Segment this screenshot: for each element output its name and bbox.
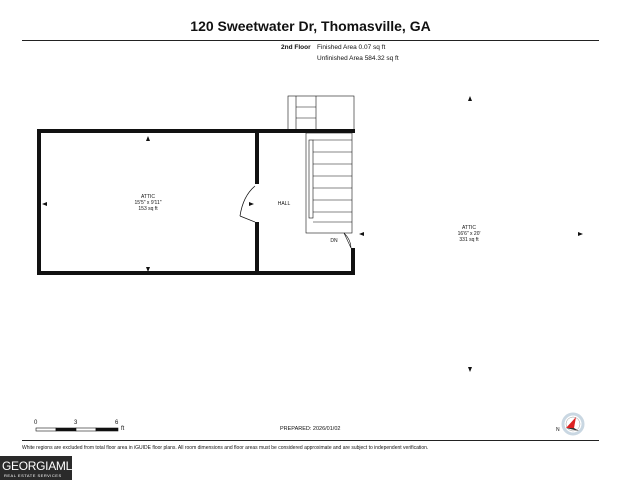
- scale-tick-0: 0: [34, 420, 38, 426]
- compass-icon: [561, 412, 585, 436]
- scale-bar: [35, 427, 119, 432]
- room-area: 331 sq ft: [459, 237, 479, 243]
- stairs: [287, 95, 355, 249]
- stairs-label: DN: [330, 238, 338, 244]
- prepared-date: PREPARED: 2026/01/02: [280, 426, 341, 432]
- compass-label: N: [556, 427, 560, 433]
- logo-sub: REAL ESTATE SERVICES: [4, 473, 62, 478]
- logo-main: GEORGIAMLS: [2, 459, 80, 473]
- room-area: 153 sq ft: [138, 206, 158, 212]
- room-name: ATTIC: [461, 225, 477, 231]
- page-title: 120 Sweetwater Dr, Thomasville, GA: [190, 18, 431, 34]
- disclaimer: White regions are excluded from total fl…: [22, 445, 429, 451]
- room-attic-west: ATTIC 15'5" x 9'11" 153 sq ft: [118, 194, 178, 212]
- floor-label: 2nd Floor: [281, 44, 311, 51]
- finished-area: Finished Area 0.07 sq ft: [317, 44, 386, 51]
- room-hall: HALL: [277, 201, 291, 207]
- room-name: ATTIC: [140, 194, 156, 200]
- attic-west-walls: [37, 129, 355, 275]
- footer-divider: [22, 440, 599, 441]
- header-divider: [22, 40, 599, 41]
- direction-arrows: [42, 96, 583, 372]
- scale-unit: ft: [121, 426, 125, 432]
- room-dims: 16'6" x 20': [457, 231, 481, 237]
- georgiamls-logo: GEORGIAMLS REAL ESTATE SERVICES: [0, 456, 80, 480]
- scale-tick-6: 6: [115, 420, 119, 426]
- room-attic-east: ATTIC 16'6" x 20' 331 sq ft: [444, 225, 494, 243]
- scale-tick-3: 3: [74, 420, 78, 426]
- room-dims: 15'5" x 9'11": [134, 200, 162, 206]
- door-swing: [239, 185, 256, 223]
- unfinished-area: Unfinished Area 584.32 sq ft: [317, 55, 399, 62]
